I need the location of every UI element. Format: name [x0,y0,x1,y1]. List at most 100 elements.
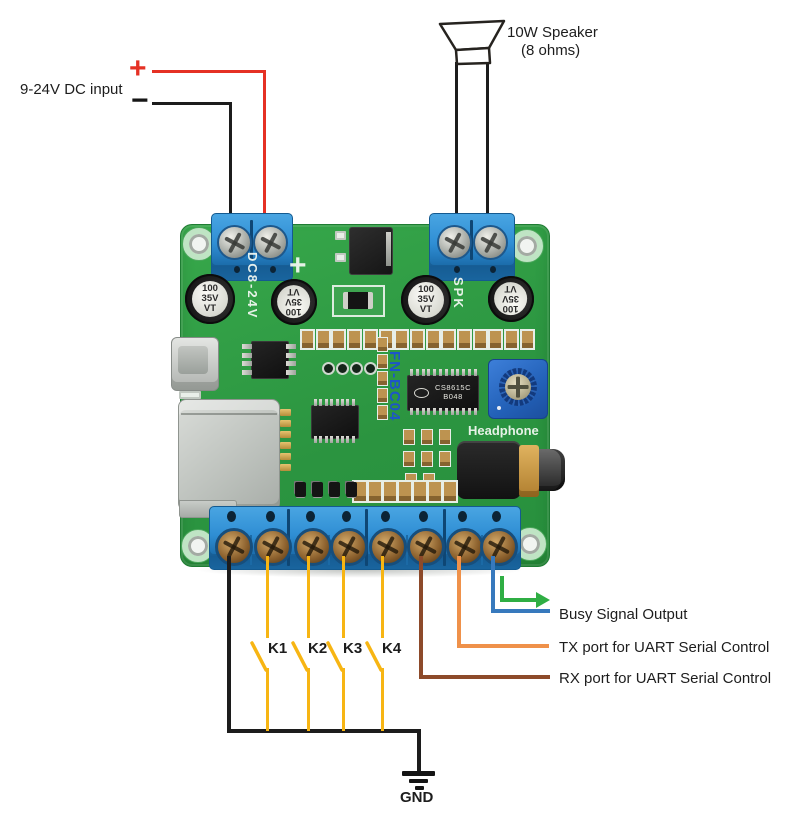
sd-slot-ridge [181,413,277,415]
k3-wire [341,556,345,638]
smd-component [412,480,428,503]
solder-pad [280,420,291,427]
dc-negative-wire [152,102,232,105]
ic-pin [439,369,442,376]
amplifier-chip [311,405,359,439]
pot-dot [497,406,501,410]
ic-pin [286,352,296,358]
ic-pin [346,436,350,443]
dc-positive-wire [263,70,266,215]
headphone-jack-gold-band [519,445,539,497]
ic-pin [314,436,317,443]
terminal-screw [446,528,484,566]
headphone-silkscreen: Headphone [468,423,539,438]
busy-arrowhead-icon [536,592,550,608]
headphone-jack [457,441,521,499]
busy-arrow [500,576,504,602]
dc-positive-wire [152,70,266,73]
ic-pin [324,436,328,443]
smd-component [347,329,363,350]
smd-component [409,329,425,350]
ic-pin [319,399,323,406]
terminal-hole [381,511,390,522]
k1-wire [265,556,269,638]
terminal-screw [330,528,368,566]
smd-component [488,329,504,350]
ic-pin [335,399,339,406]
terminal-hole [227,511,236,522]
terminal-screw [217,225,252,260]
smd-component [335,253,346,262]
ic-pin [450,408,454,415]
headphone-jack-barrel [539,449,565,491]
smd-component [377,388,388,403]
ic-pin [410,369,413,376]
switch-blade-k3 [326,641,344,672]
busy-arrow [500,598,538,602]
solder-pad [280,464,291,471]
ic-pin [421,408,425,415]
volume-potentiometer [488,359,548,419]
ic-pin [351,436,355,443]
ic-pin [286,369,296,375]
solder-pad [280,453,291,460]
terminal-divider [443,509,446,566]
sd-card-slot [178,399,280,518]
ic-pin [421,369,425,376]
ic-pin [286,344,296,349]
dc-input-label: 9-24V DC input [20,81,123,98]
diode [343,292,373,309]
terminal-screw [407,528,445,566]
k2-label: K2 [308,640,328,657]
k2-wire [306,668,310,731]
speaker-horn-icon [438,19,506,52]
terminal-screw [480,528,518,566]
diode-outline [332,285,385,317]
smd-component [519,329,535,350]
terminal-divider [365,509,368,566]
speaker-impedance-label: (8 ohms) [521,42,581,59]
ic-pin [433,369,437,376]
solder-pad [280,409,291,416]
terminal-hole [270,266,276,273]
ic-pin [341,399,344,406]
smd-component [442,480,458,503]
ic-pin [427,408,431,415]
terminal-screw [437,225,472,260]
terminal-screw [253,225,288,260]
smd-component [457,329,472,350]
ic-pin [410,408,413,415]
k1-wire [265,668,269,731]
tx-wire [457,644,549,648]
k1-label: K1 [268,640,288,657]
ic-pin [314,399,317,406]
minus-symbol: − [131,84,149,117]
ic-pin [242,352,252,358]
terminal-hole [458,511,467,522]
plus-silkscreen: + [289,249,307,282]
busy-wire [491,609,550,613]
terminal-hole [306,511,315,522]
via-hole [350,362,363,375]
ic-pin [351,399,355,406]
ic-pin [468,369,471,376]
spk-terminal-silkscreen: SPK [451,277,466,310]
ic-pin [468,408,471,415]
transistor [346,482,357,497]
smd-component [421,451,433,467]
mounting-hole [511,230,543,262]
busy-output-label: Busy Signal Output [559,606,688,623]
smd-component [335,231,346,240]
speaker-body-icon [454,46,492,66]
smd-component [403,429,415,445]
smd-component [377,371,388,386]
pot-screw [505,374,531,400]
